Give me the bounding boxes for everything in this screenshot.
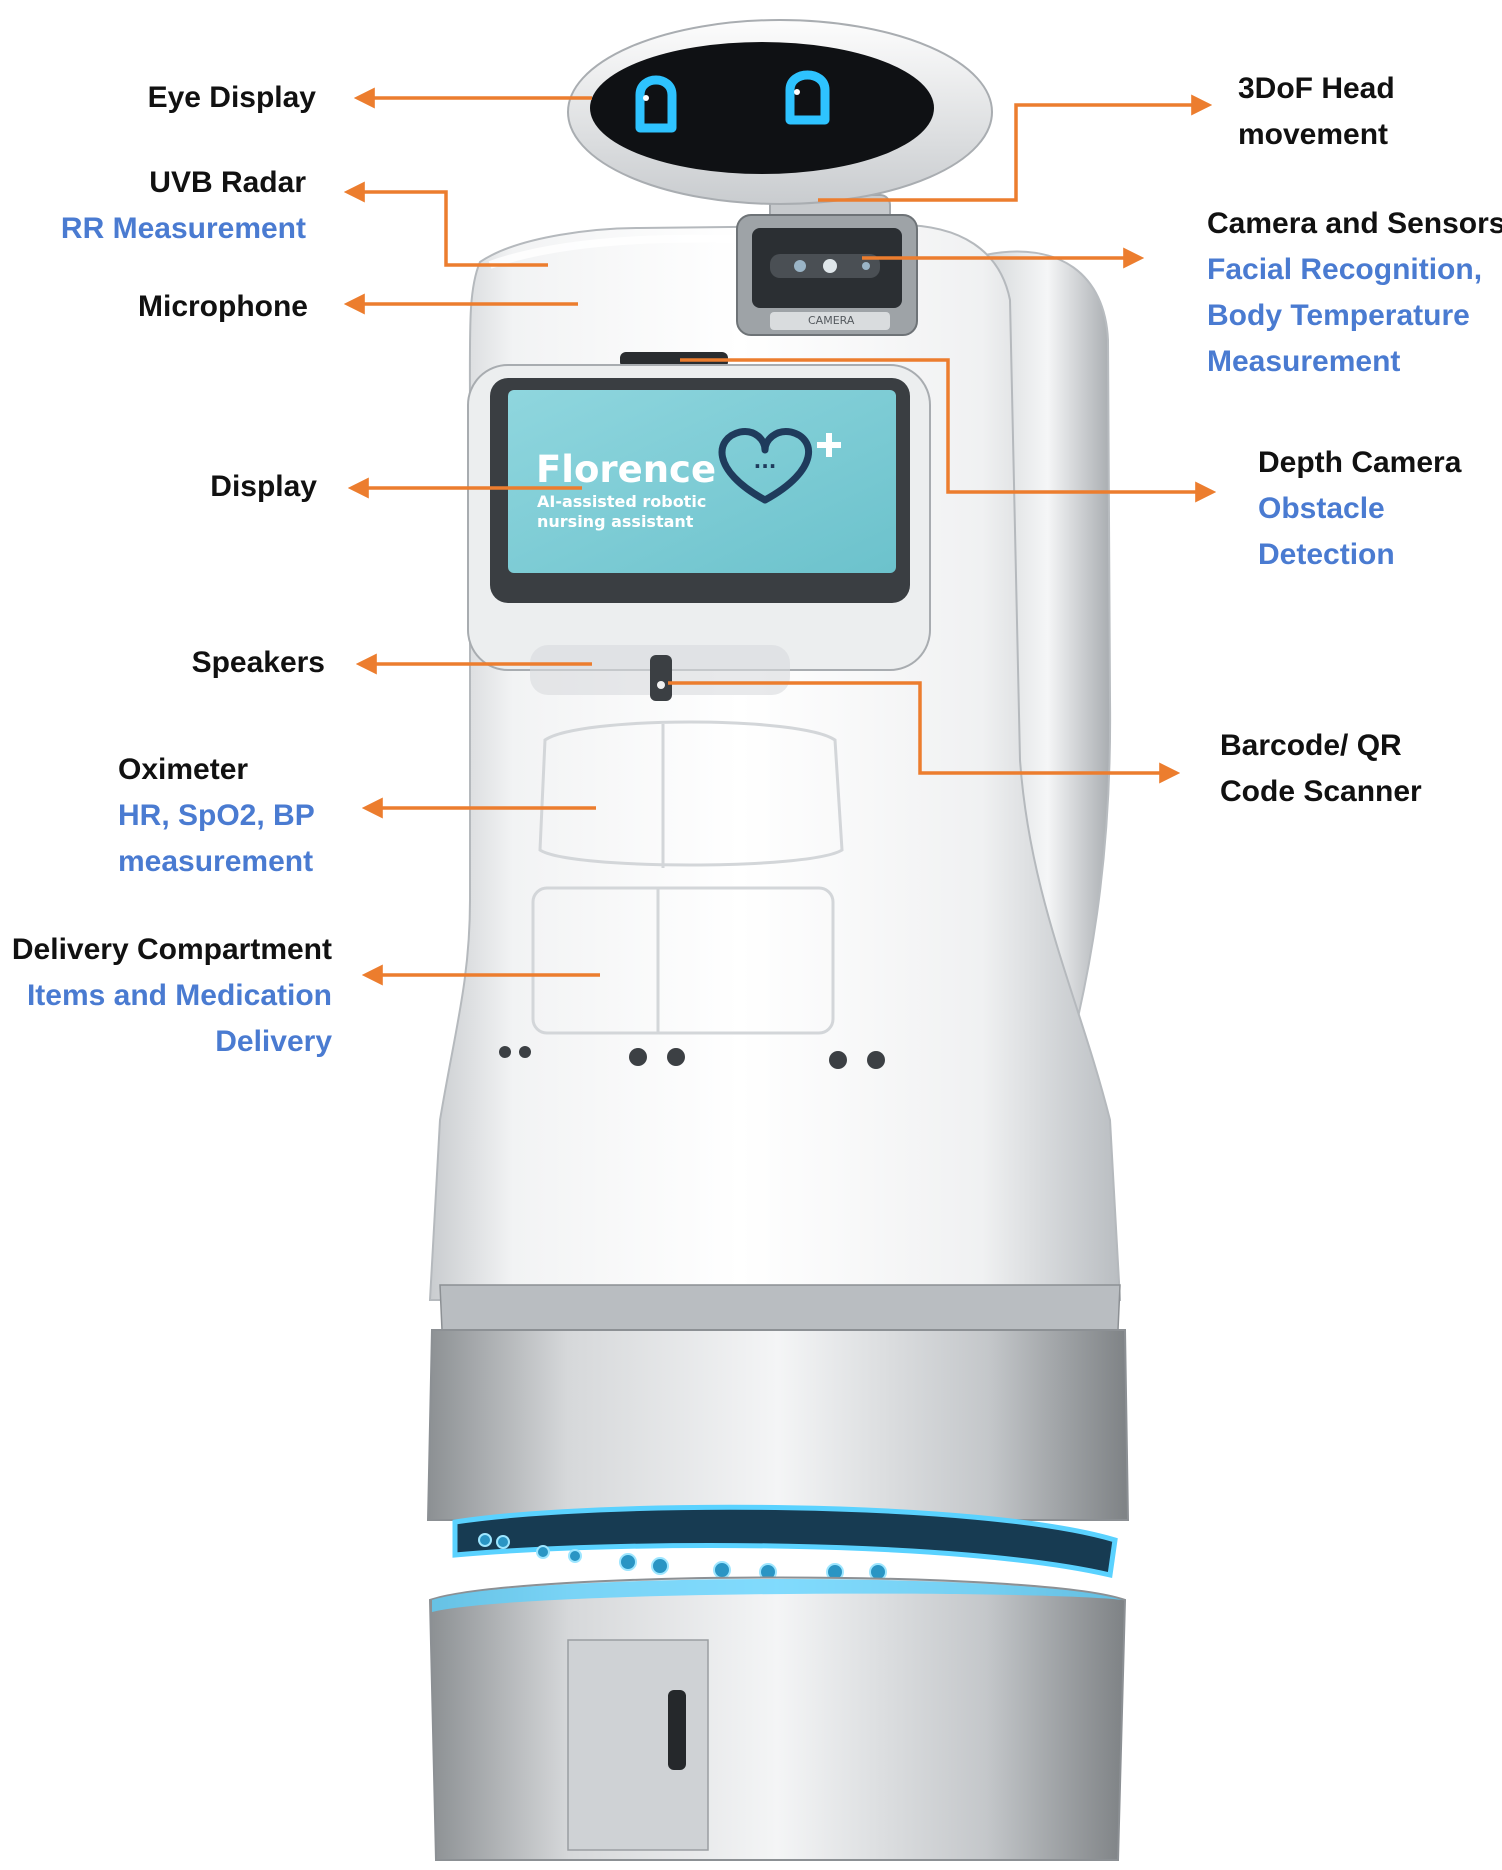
base-sensor-slot [668,1690,686,1770]
robot-eyes [635,70,830,133]
label-depth-camera: Depth Camera Obstacle Detection [1258,440,1461,578]
screen-brand: Florence [536,448,717,491]
barcode-scanner [650,655,672,701]
label-barcode: Barcode/ QR Code Scanner [1220,723,1422,815]
oximeter-title: Oximeter [118,753,249,786]
arrow-depth-camera [680,358,1217,503]
screen-tagline-1: AI-assisted robotic [537,492,707,511]
robot-base [426,1329,1130,1521]
microphone-title: Microphone [138,290,308,323]
barcode-title-2: Code Scanner [1220,775,1422,808]
camera-sensors-sub-2: Body Temperature [1207,299,1470,332]
heart-logo-icon: ··· [718,428,841,504]
label-camera-sensors: Camera and Sensors Facial Recognition, B… [1207,201,1502,385]
sensor-dots [499,1046,885,1069]
camera-module [736,214,918,336]
svg-text:···: ··· [754,454,777,478]
callout-arrows [343,87,1217,986]
camera-sensors-title: Camera and Sensors [1207,207,1502,240]
led-sensors [478,1533,887,1581]
label-display: Display [210,464,317,510]
oximeter-sub-1: HR, SpO2, BP [118,799,315,832]
label-uvb-radar: UVB Radar RR Measurement [61,160,306,252]
screen-tagline-2: nursing assistant [537,512,694,531]
camera-sensors-sub-3: Measurement [1207,345,1401,378]
label-speakers: Speakers [192,640,325,686]
eye-display-panel [590,42,934,174]
oximeter-sub-2: measurement [118,845,314,878]
arrow-head-movement [818,94,1213,202]
delivery-sub-2: Delivery [215,1025,332,1058]
delivery-compartment [531,886,835,1035]
head-movement-title-2: movement [1238,118,1389,151]
depth-camera-title: Depth Camera [1258,446,1462,479]
head-movement-title-1: 3DoF Head [1238,72,1395,105]
label-oximeter: Oximeter HR, SpO2, BP measurement [118,747,315,885]
base-front-panel [567,1639,709,1851]
oximeter-panel [538,720,844,868]
robot-base-lower [428,1576,1127,1861]
label-head-movement: 3DoF Head movement [1238,66,1395,158]
eye-display-title: Eye Display [147,81,316,114]
uvb-radar-title: UVB Radar [149,166,306,199]
depth-camera-sub-2: Detection [1258,538,1395,571]
label-delivery: Delivery Compartment Items and Medicatio… [12,927,332,1065]
arrow-uvb-radar [343,181,548,267]
arrow-barcode [668,681,1181,784]
led-ring-lower [432,1579,1122,1612]
depth-camera-sub-1: Obstacle [1258,492,1385,525]
speakers-title: Speakers [191,646,325,679]
camera-module-label: CAMERA [808,314,855,327]
display-title: Display [210,470,317,503]
uvb-radar-sub: RR Measurement [60,212,306,245]
delivery-sub-1: Items and Medication [26,979,332,1012]
label-eye-display: Eye Display [148,75,316,121]
label-microphone: Microphone [138,284,308,330]
led-ring-upper [452,1504,1118,1579]
delivery-title: Delivery Compartment [11,933,332,966]
camera-sensors-sub-1: Facial Recognition, [1207,253,1483,286]
barcode-title-1: Barcode/ QR [1220,729,1402,762]
robot-base-upper [439,1284,1121,1331]
